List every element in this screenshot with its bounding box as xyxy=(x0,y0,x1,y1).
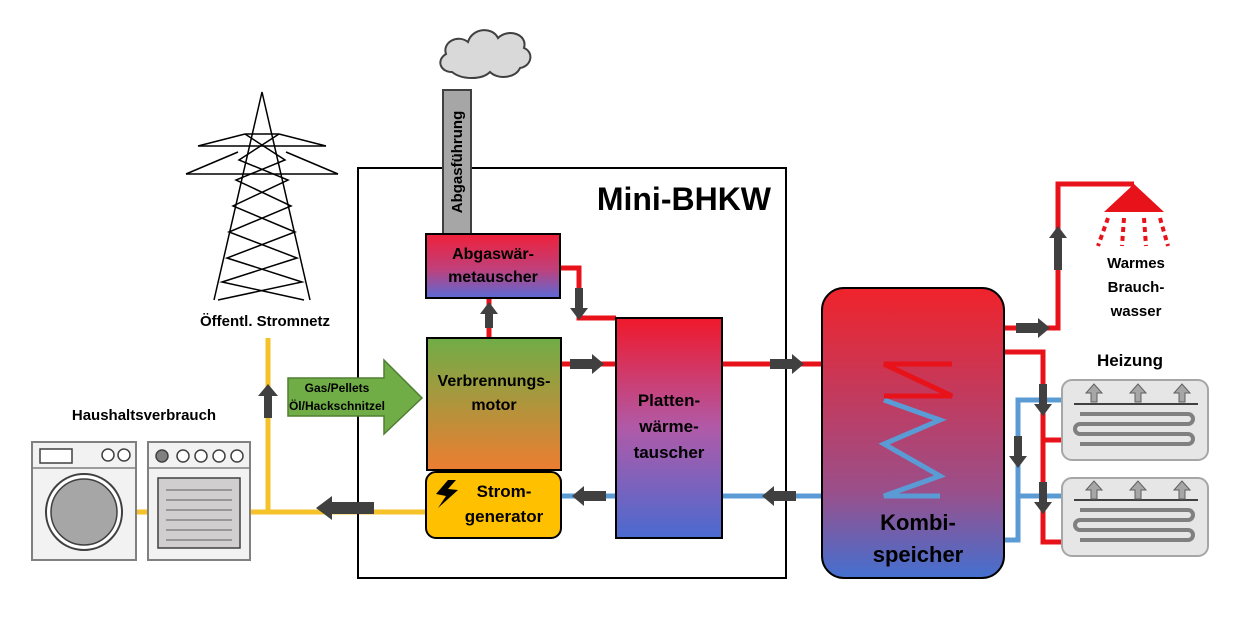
heating-label: Heizung xyxy=(1097,351,1163,370)
generator-label-2: generator xyxy=(465,507,544,526)
hotwater-label-3: wasser xyxy=(1110,303,1162,320)
storage-label-2: speicher xyxy=(873,542,964,567)
flow-arrow-up xyxy=(1049,226,1067,270)
flow-arrow-down xyxy=(570,288,588,320)
exhaust-label: Abgasführung xyxy=(449,111,466,214)
stove-icon xyxy=(147,441,251,561)
shower-icon xyxy=(1096,184,1170,247)
bhkw-title: Mini-BHKW xyxy=(597,181,772,217)
fuel-label-2: Öl/Hackschnitzel xyxy=(289,398,385,413)
bhkw-frame xyxy=(357,167,787,579)
household-label: Haushaltsverbrauch xyxy=(72,407,216,424)
washing-machine-icon xyxy=(31,441,137,561)
exhaust-heat-exchanger xyxy=(425,233,561,299)
smoke-cloud-icon xyxy=(439,29,532,79)
exhaust-hx-label-1: Abgaswär- xyxy=(452,246,534,263)
flow-arrow-right xyxy=(1016,318,1050,338)
flow-arrow-left xyxy=(572,486,606,506)
flow-arrow-right xyxy=(570,354,604,374)
flow-arrow-down xyxy=(1034,384,1052,416)
generator-label-1: Strom- xyxy=(477,482,532,501)
grid-label: Öffentl. Stromnetz xyxy=(200,313,330,330)
radiator-icon xyxy=(1061,379,1209,461)
radiator-icon xyxy=(1061,477,1209,557)
engine-label-2: motor xyxy=(471,397,516,414)
flow-arrow-up xyxy=(480,302,498,328)
flow-arrow-right xyxy=(770,354,804,374)
fuel-label-1: Gas/Pellets xyxy=(305,381,370,395)
power-pylon-icon xyxy=(185,91,339,301)
exhaust-hx-label-2: metauscher xyxy=(448,269,538,286)
storage-label-1: Kombi- xyxy=(880,510,956,535)
plate-hx-label-2: wärme- xyxy=(638,417,699,436)
combustion-engine xyxy=(426,337,562,471)
plate-hx-label-1: Platten- xyxy=(638,391,700,410)
power-generator xyxy=(425,471,562,539)
hotwater-label-2: Brauch- xyxy=(1108,279,1165,296)
hotwater-label-1: Warmes xyxy=(1107,255,1165,272)
plate-hx-label-3: tauscher xyxy=(634,443,705,462)
flow-arrow-left xyxy=(316,496,374,520)
plate-heat-exchanger xyxy=(615,317,723,539)
storage-cold-coil xyxy=(878,397,947,499)
engine-label-1: Verbrennungs- xyxy=(438,373,551,390)
flow-arrow-down xyxy=(1034,482,1052,514)
fuel-input-arrow xyxy=(287,358,424,436)
flow-arrow-down xyxy=(1009,436,1027,468)
flow-arrow-left xyxy=(762,486,796,506)
lightning-icon xyxy=(436,480,458,508)
flow-arrow-up xyxy=(258,384,278,418)
flow-arrows xyxy=(258,226,1067,520)
